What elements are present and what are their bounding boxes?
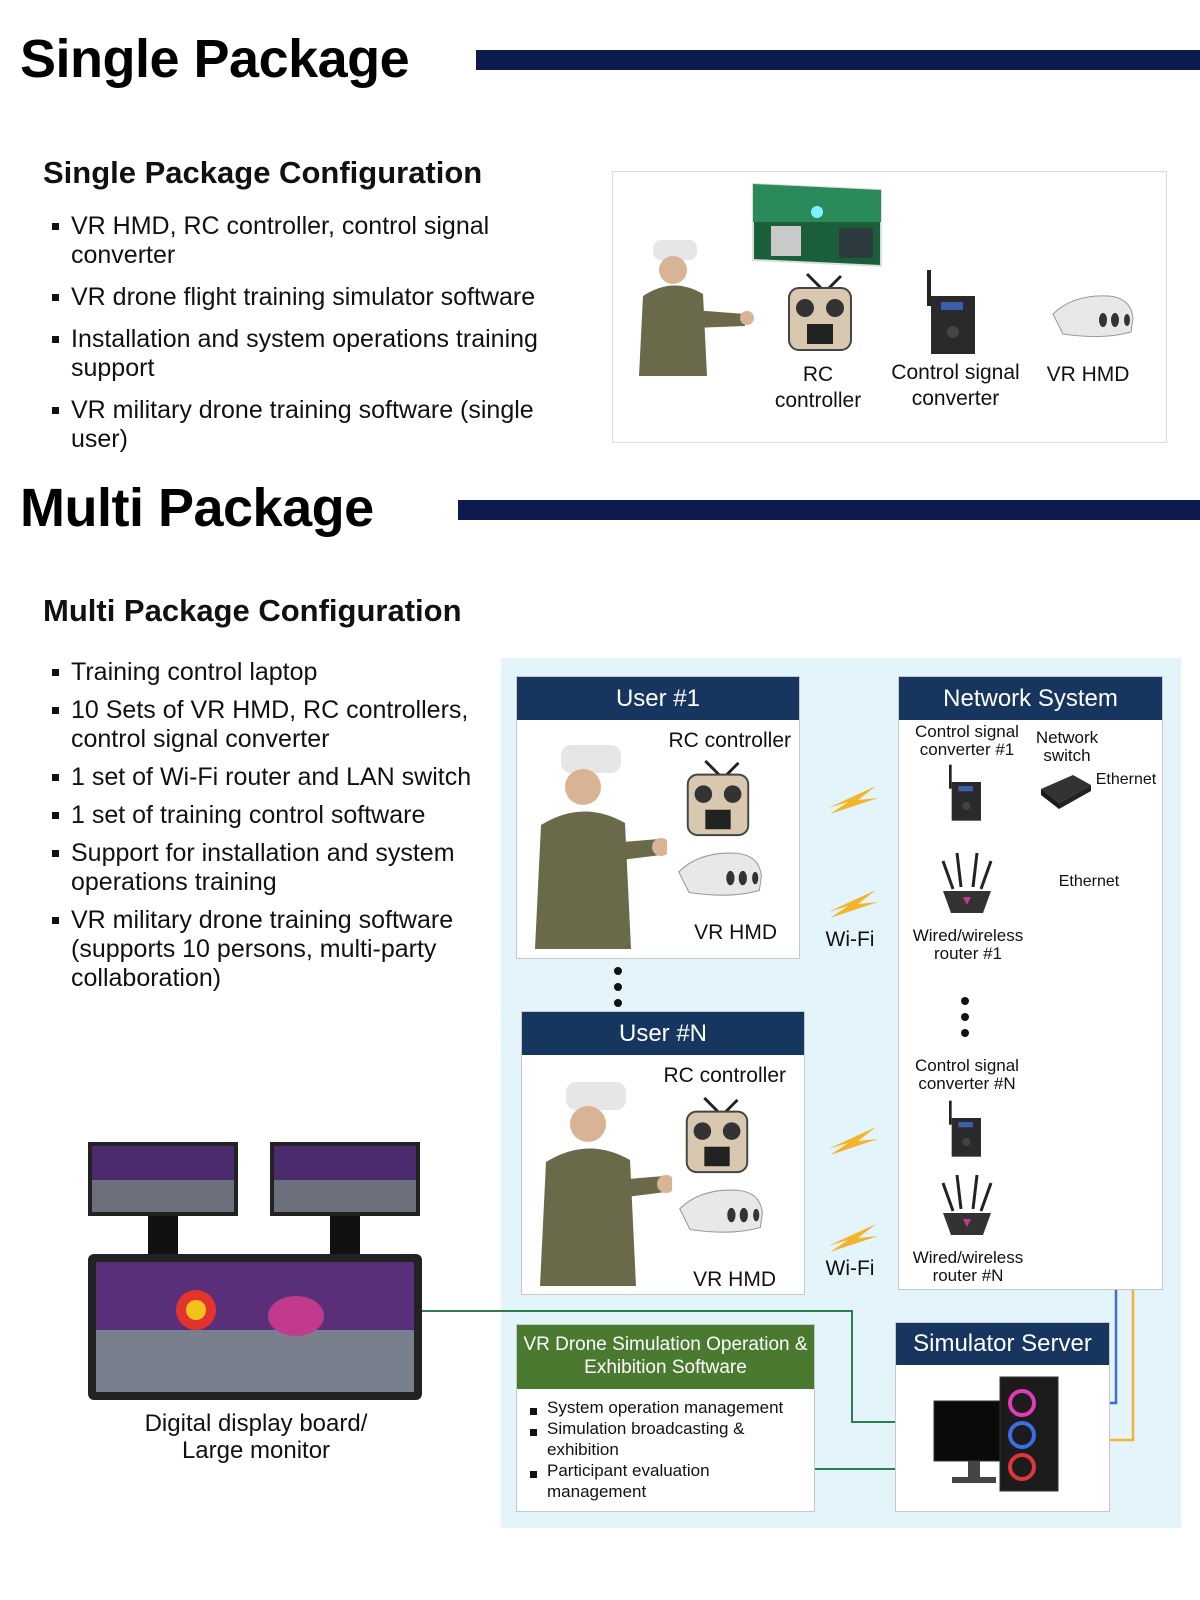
- single-config-list: VR HMD, RC controller, control signal co…: [45, 212, 590, 467]
- single-package-title: Single Package: [20, 29, 410, 89]
- list-item: VR HMD, RC controller, control signal co…: [45, 212, 590, 270]
- converter1-label: Control signal converter #1: [915, 722, 1019, 759]
- server-pc-image: [933, 1376, 1059, 1492]
- server-header: Simulator Server: [896, 1323, 1109, 1365]
- wifi-bolt-icon: [828, 786, 878, 1252]
- single-package-figure: RC controller Control signal converter V…: [612, 171, 1167, 443]
- multi-package-title: Multi Package: [20, 478, 374, 538]
- list-item: 10 Sets of VR HMD, RC controllers, contr…: [45, 696, 500, 754]
- soldier-with-hmd-image: [540, 1082, 672, 1286]
- list-item: Training control laptop: [45, 658, 500, 687]
- rc-controller-image: [686, 759, 750, 837]
- network-switch-label: Network switch: [1035, 728, 1099, 765]
- network-ellipsis: [961, 997, 969, 1045]
- ethernet-label-2: Ethernet: [1058, 873, 1120, 890]
- vr-hmd-image: [1052, 295, 1134, 338]
- converterN-label: Control signal converter #N: [915, 1056, 1019, 1093]
- network-header: Network System: [899, 677, 1162, 720]
- router1-label: Wired/wireless router #1: [912, 926, 1024, 963]
- users-ellipsis: [614, 967, 622, 1015]
- vr-hmd-label: VR HMD: [1046, 363, 1130, 386]
- list-item: VR drone flight training simulator softw…: [45, 283, 590, 312]
- wireless-router-image: [941, 1174, 993, 1235]
- simulator-server-panel: Simulator Server: [895, 1322, 1110, 1512]
- userN-header: User #N: [522, 1012, 804, 1055]
- soldier-with-hmd-image: [639, 240, 754, 376]
- display-board-image: [88, 1142, 422, 1400]
- routerN-label: Wired/wireless router #N: [912, 1248, 1024, 1285]
- user1-hmd-label: VR HMD: [694, 921, 777, 944]
- rc-controller-image: [685, 1096, 749, 1174]
- control-signal-converter-image: [949, 764, 981, 821]
- software-panel: VR Drone Simulation Operation & Exhibiti…: [516, 1324, 815, 1512]
- list-item: Participant evaluation management: [523, 1460, 811, 1502]
- converter-label: Control signal converter: [891, 361, 1020, 410]
- list-item: 1 set of training control software: [45, 801, 500, 830]
- list-item: System operation management: [523, 1397, 811, 1418]
- multi-title-bar: [458, 500, 1200, 520]
- list-item: Installation and system operations train…: [45, 325, 590, 383]
- network-switch-image: [1041, 775, 1091, 809]
- vr-hmd-image: [679, 1189, 763, 1233]
- rc-controller-image: [788, 272, 852, 351]
- control-signal-converter-image: [949, 1100, 981, 1157]
- list-item: VR military drone training software (sup…: [45, 906, 500, 993]
- wifi-label-2: Wi-Fi: [825, 1257, 875, 1280]
- multi-config-list: Training control laptop 10 Sets of VR HM…: [45, 658, 500, 1002]
- software-header: VR Drone Simulation Operation & Exhibiti…: [517, 1325, 814, 1389]
- userN-rc-label: RC controller: [663, 1064, 786, 1087]
- multi-config-title: Multi Package Configuration: [43, 593, 462, 628]
- user1-header: User #1: [517, 677, 799, 720]
- display-link-line: [422, 1310, 934, 1423]
- rc-controller-label: RC controller: [774, 363, 862, 412]
- display-board-label: Digital display board/ Large monitor: [144, 1410, 368, 1464]
- simulator-screen-image: [752, 182, 882, 268]
- soldier-with-hmd-image: [535, 745, 667, 949]
- userN-hmd-label: VR HMD: [693, 1268, 776, 1291]
- list-item: Simulation broadcasting & exhibition: [523, 1418, 811, 1460]
- list-item: Support for installation and system oper…: [45, 839, 500, 897]
- software-list: System operation management Simulation b…: [523, 1397, 811, 1502]
- list-item: 1 set of Wi-Fi router and LAN switch: [45, 763, 500, 792]
- user1-panel: User #1 RC controller VR HMD: [516, 676, 800, 959]
- userN-panel: User #N RC controller VR HMD: [521, 1011, 805, 1295]
- list-item: VR military drone training software (sin…: [45, 396, 590, 454]
- network-system-panel: Network System Control signal converter …: [898, 676, 1163, 1290]
- single-title-bar: [476, 50, 1200, 70]
- user1-rc-label: RC controller: [668, 729, 791, 752]
- wireless-router-image: [941, 852, 993, 913]
- control-signal-converter-image: [927, 270, 975, 354]
- vr-hmd-image: [678, 852, 762, 896]
- single-config-title: Single Package Configuration: [43, 155, 483, 190]
- wifi-label-1: Wi-Fi: [825, 928, 875, 951]
- ethernet-label-1: Ethernet: [1095, 771, 1157, 788]
